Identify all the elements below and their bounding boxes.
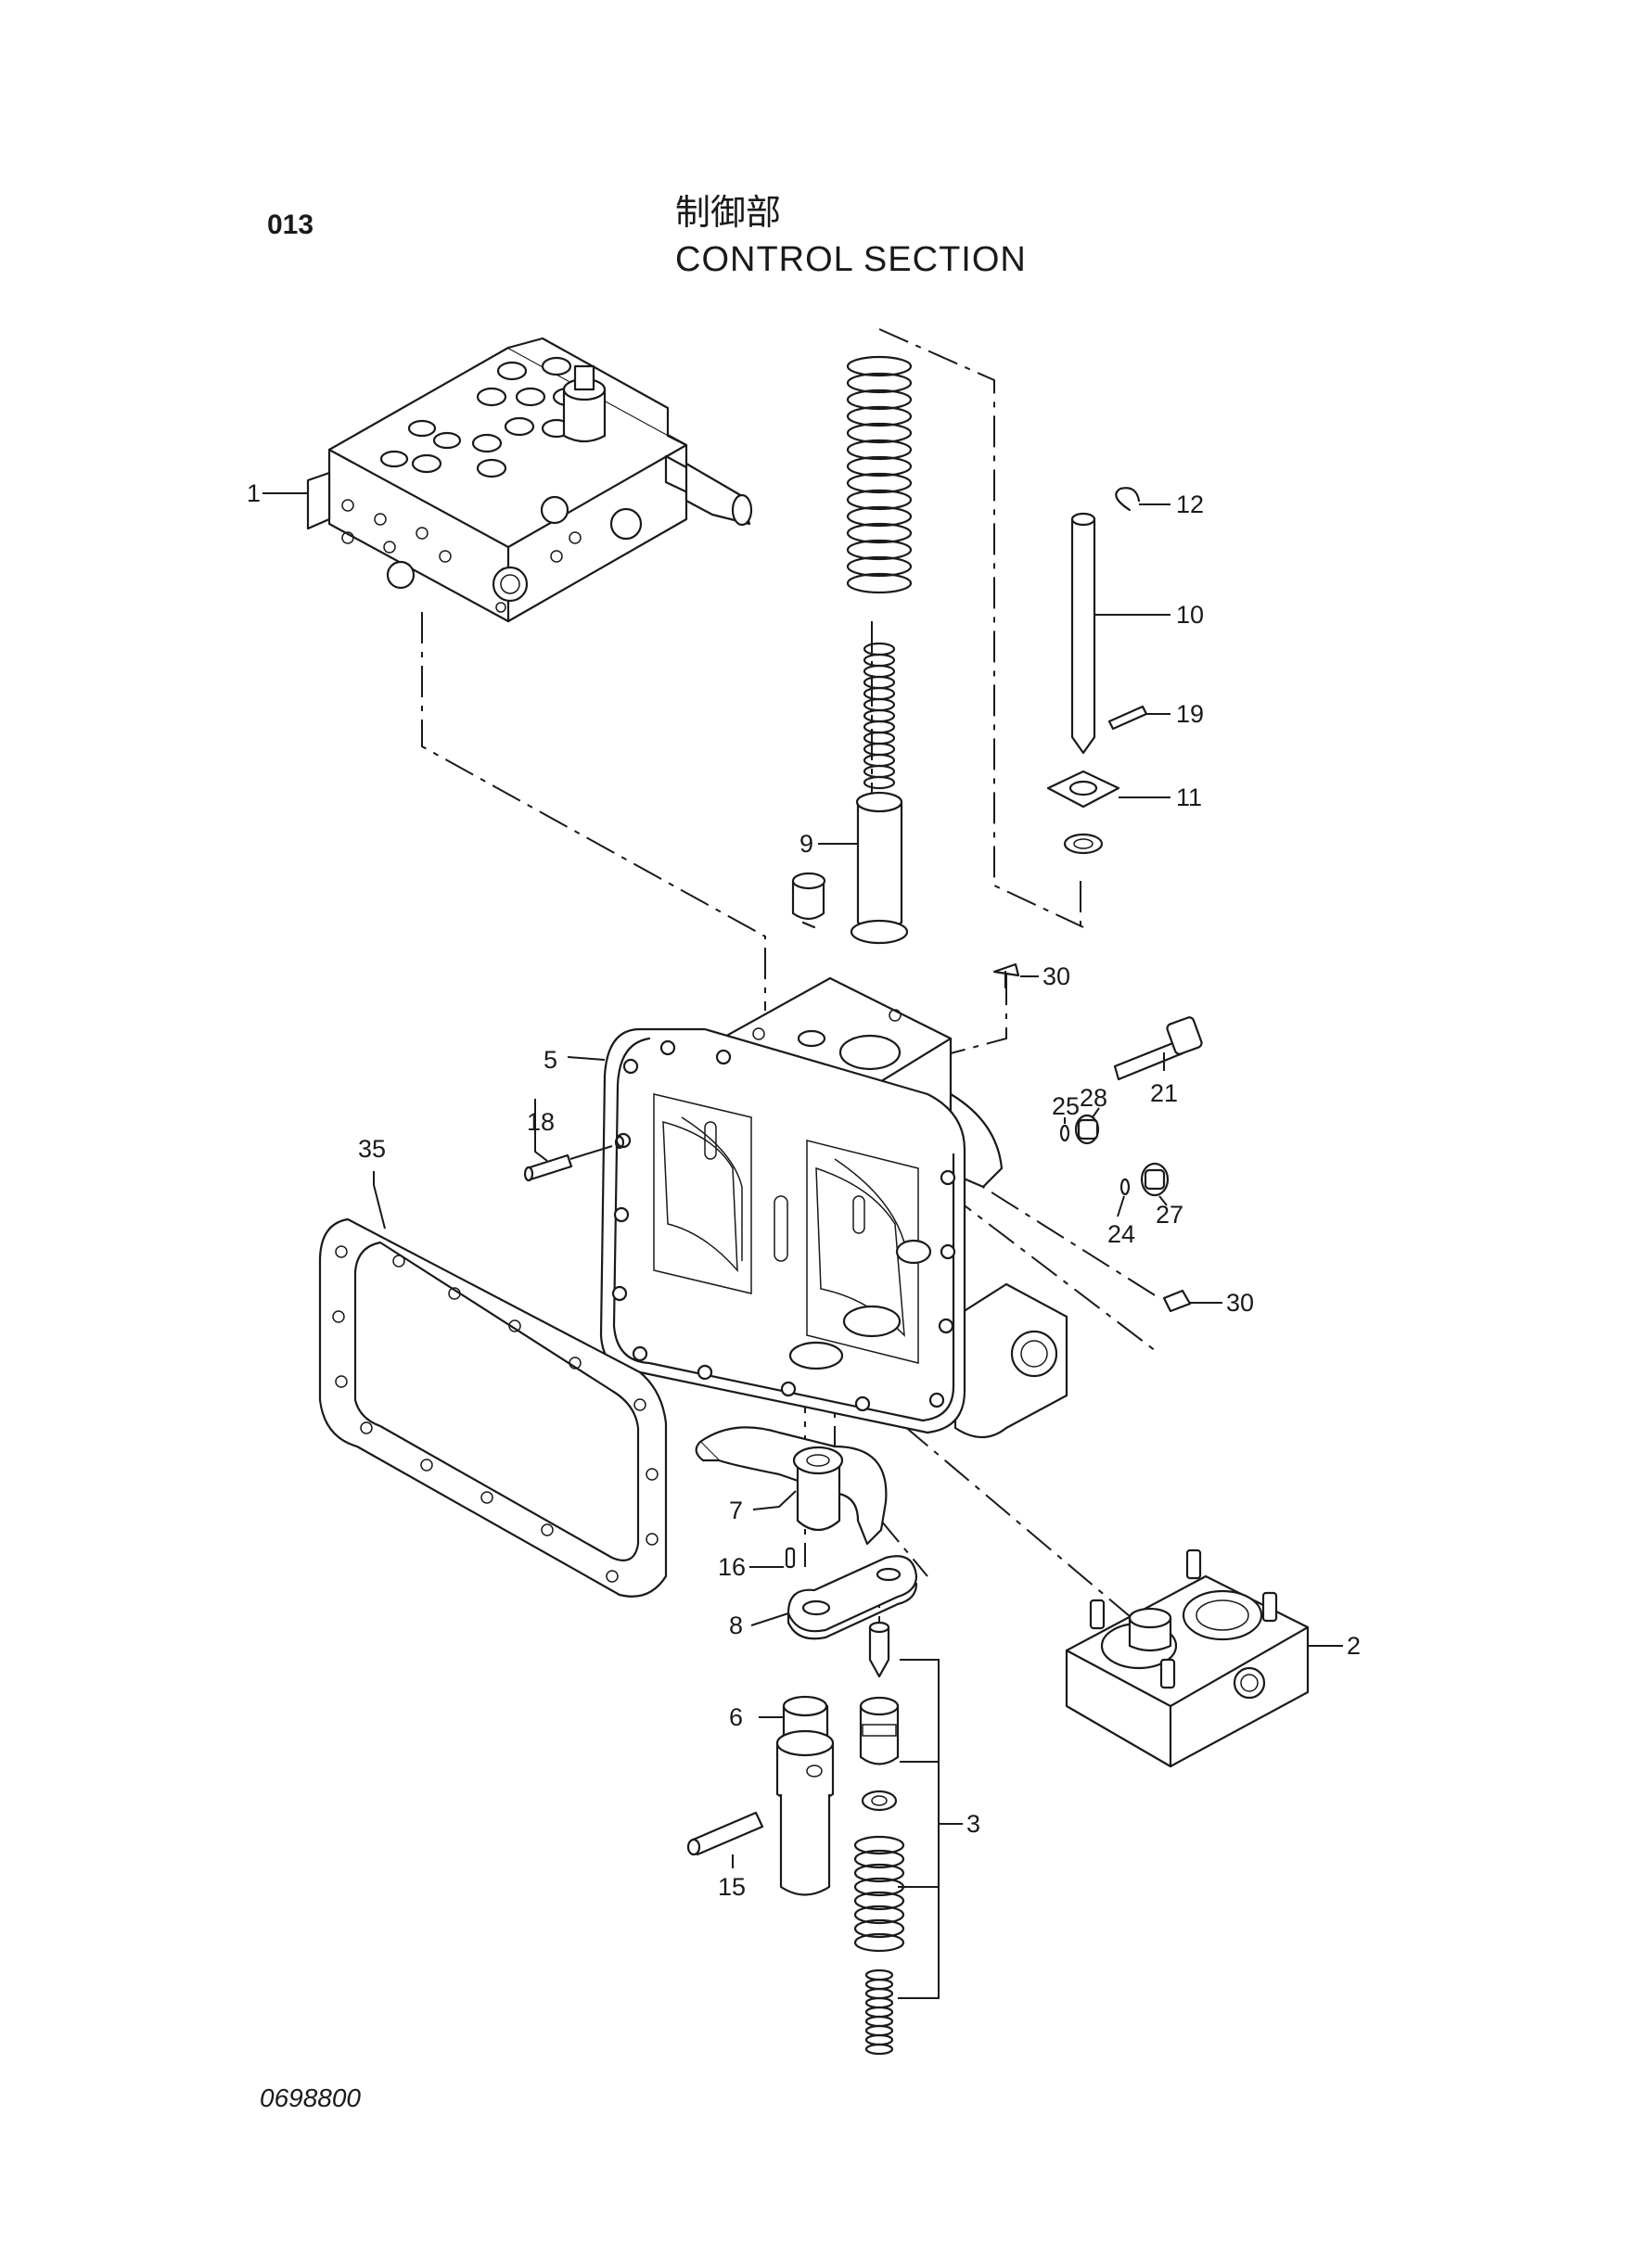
callout-30-bottom: 30 [1226, 1289, 1254, 1317]
parts-10-11-12-19-rod-assembly [1046, 487, 1148, 855]
part-3-valve-stack [853, 1621, 940, 2056]
page-code: 013 [267, 210, 313, 240]
callout-18: 18 [527, 1108, 555, 1136]
part-15-pin [686, 1811, 764, 1856]
callout-27: 27 [1156, 1201, 1183, 1229]
part-1-valve-block [306, 337, 753, 623]
title-english: CONTROL SECTION [675, 240, 1027, 279]
callout-16: 16 [718, 1553, 746, 1581]
part-5-housing [599, 976, 1068, 1439]
part-16-pin [785, 1547, 796, 1569]
callout-labels: 1 2 3 5 6 7 8 9 10 11 12 15 16 18 19 21 … [247, 479, 1361, 1901]
part-7-lever [695, 1426, 888, 1546]
callout-8: 8 [729, 1612, 743, 1639]
callout-25: 25 [1052, 1092, 1080, 1120]
callout-28: 28 [1080, 1084, 1107, 1112]
callout-10: 10 [1176, 601, 1204, 629]
part-35-gasket [318, 1217, 668, 1598]
part-9-sleeve-and-springs [791, 355, 913, 945]
fittings [992, 962, 1203, 1313]
callout-35: 35 [358, 1135, 386, 1163]
part-18-pin [523, 1135, 625, 1182]
callout-24: 24 [1107, 1220, 1135, 1248]
callout-15: 15 [718, 1873, 746, 1901]
callout-21: 21 [1150, 1079, 1178, 1107]
leader-lines [262, 492, 1343, 1868]
callout-6: 6 [729, 1703, 743, 1731]
callout-12: 12 [1176, 491, 1204, 518]
callout-19: 19 [1176, 700, 1204, 728]
part-6-piston [775, 1695, 835, 1896]
outer-spring [846, 355, 913, 594]
inner-spring [863, 642, 896, 790]
callout-1: 1 [247, 479, 261, 507]
callout-30-top: 30 [1042, 962, 1070, 990]
callout-2: 2 [1347, 1632, 1361, 1660]
callout-9: 9 [799, 830, 813, 858]
callout-5: 5 [544, 1046, 557, 1074]
part-8-link [787, 1555, 918, 1640]
callout-7: 7 [729, 1497, 743, 1524]
document-number: 0698800 [260, 2083, 361, 2112]
callout-3: 3 [966, 1810, 980, 1838]
title-japanese: 制御部 [675, 192, 781, 233]
part-2-side-block [1065, 1548, 1310, 1768]
callout-11: 11 [1176, 784, 1202, 811]
